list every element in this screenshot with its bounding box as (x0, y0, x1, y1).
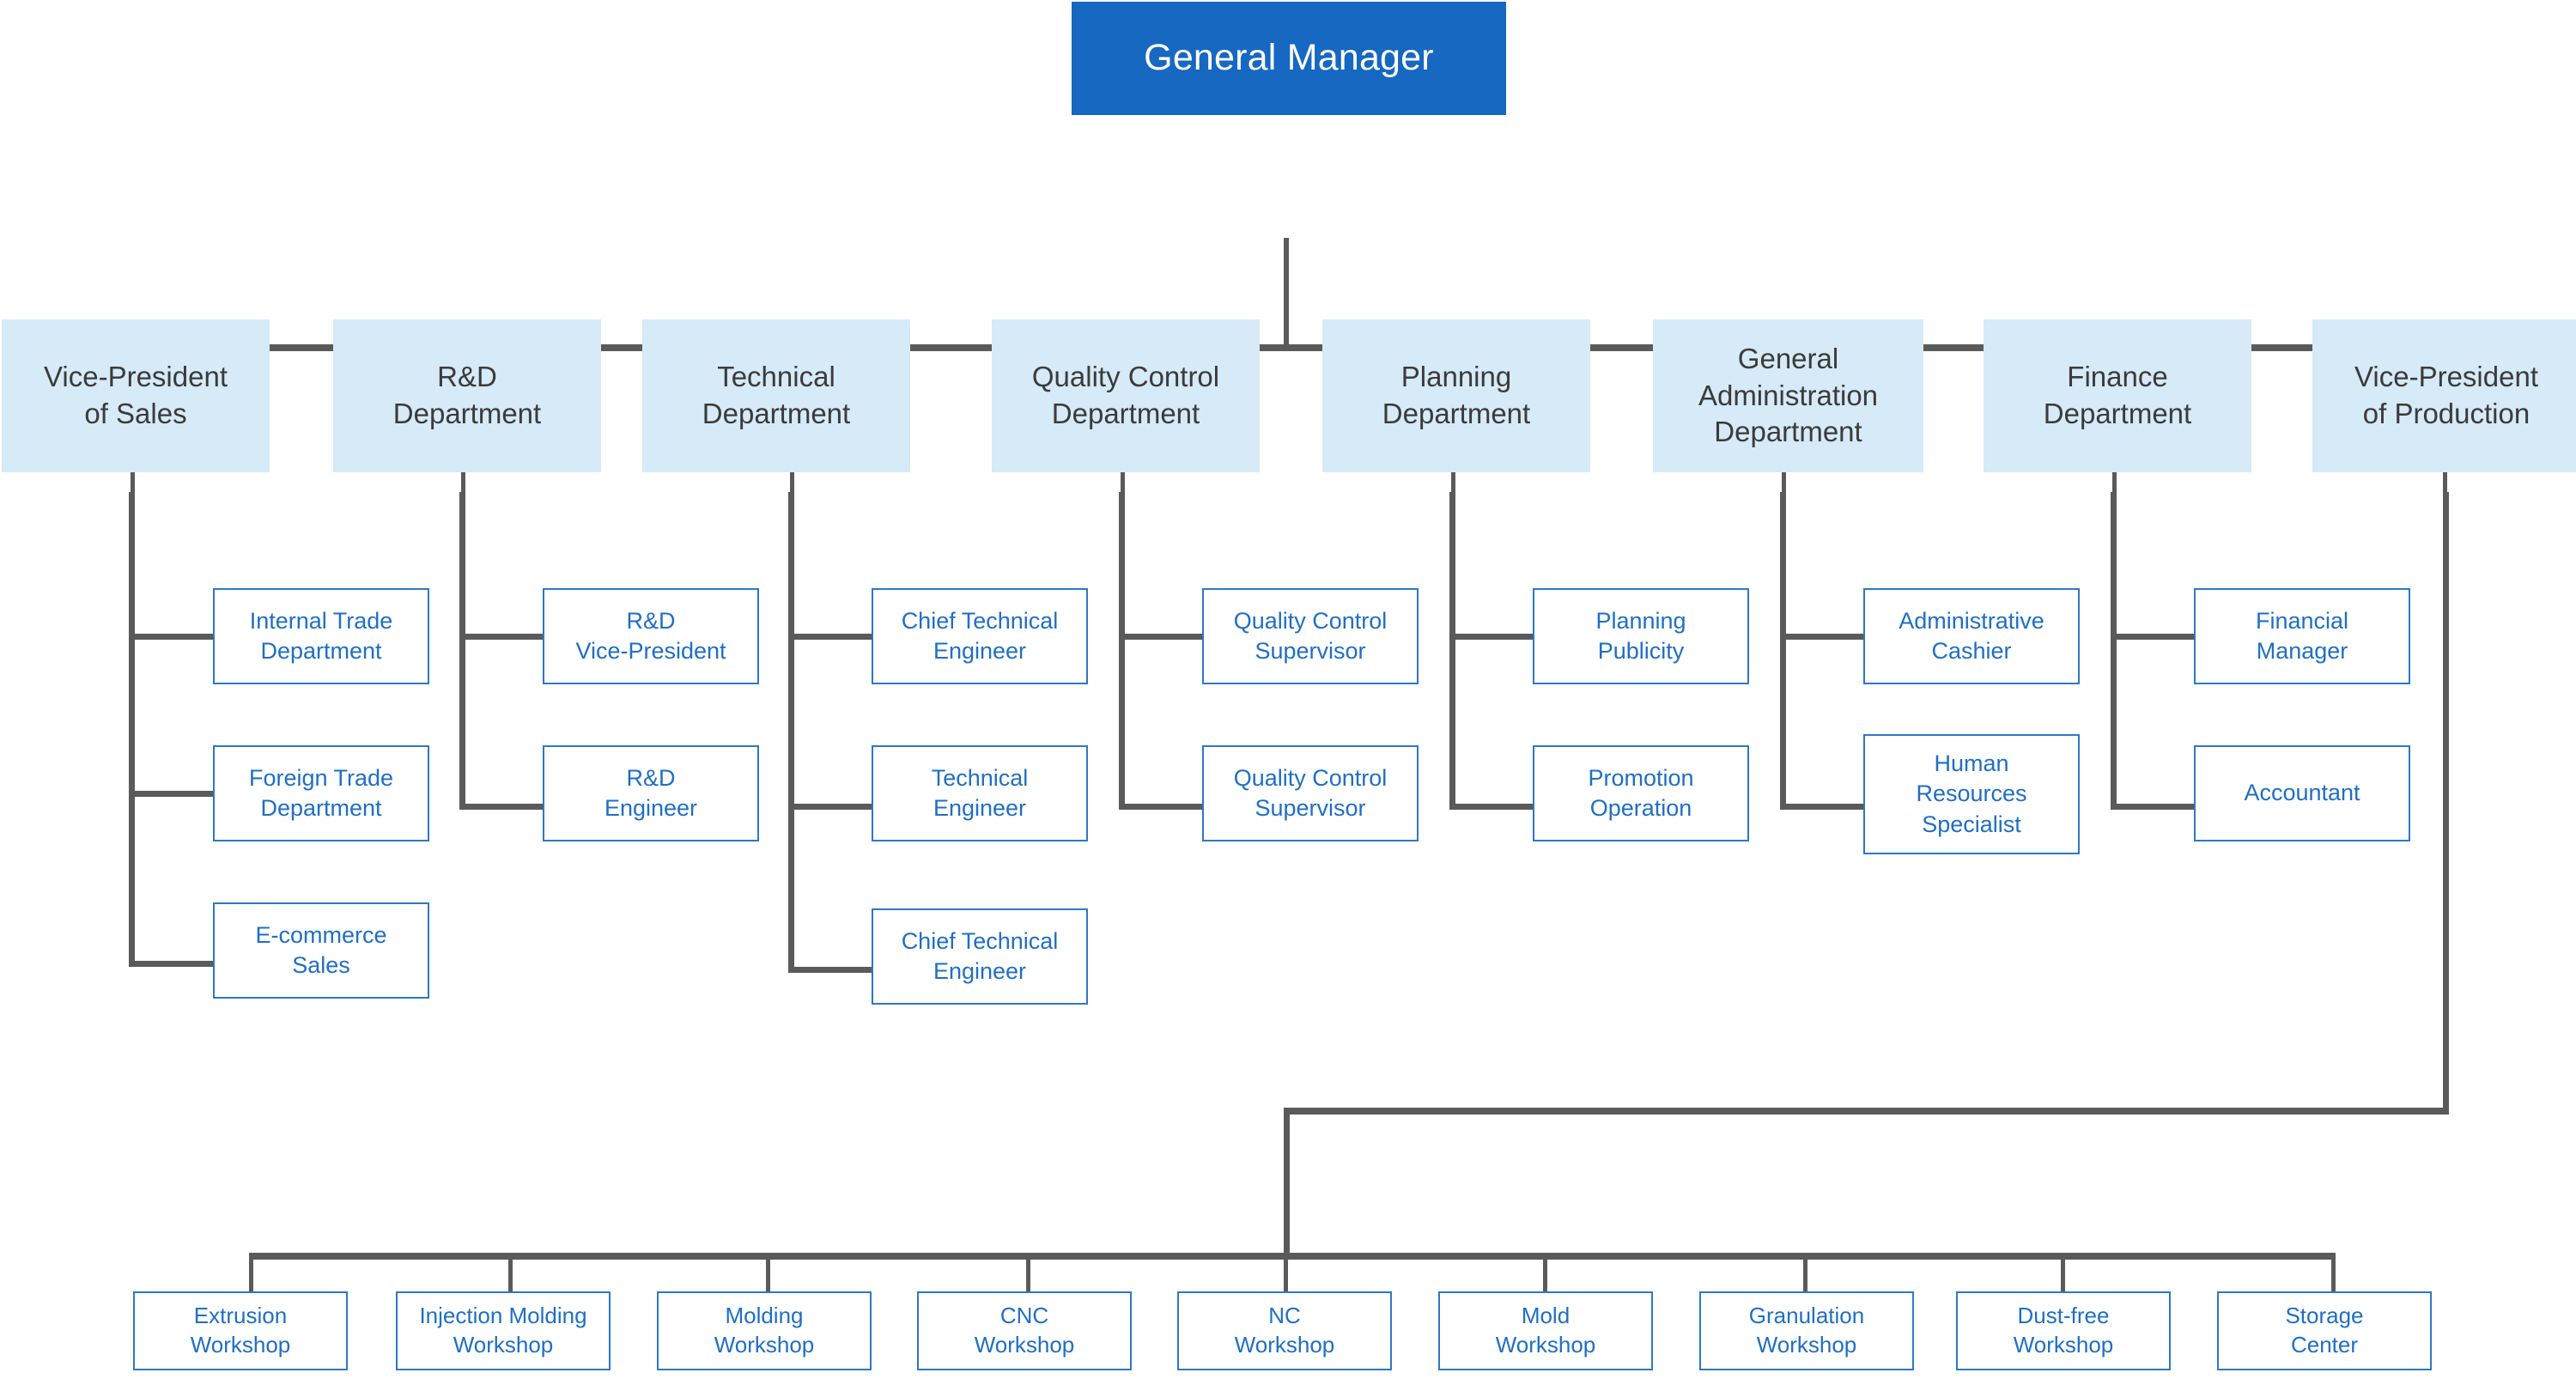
node-financial-manager[interactable]: Financial Manager (2194, 588, 2410, 684)
connector-sales-stub-1 (129, 634, 215, 640)
node-label: Storage Center (2285, 1303, 2364, 1358)
connector-technical-stub-2 (788, 804, 874, 810)
node-label: Dust-free Workshop (2013, 1303, 2114, 1358)
node-label: Vice-President of Sales (43, 361, 228, 429)
node-promotion-operation[interactable]: Promotion Operation (1533, 745, 1749, 841)
connector-technical-stub-3 (788, 967, 874, 973)
node-label: Molding Workshop (714, 1303, 815, 1358)
connector-finance-stub-2 (2111, 804, 2196, 810)
connector-level2-bus (131, 344, 2449, 351)
node-label: E-commerce Sales (255, 921, 387, 978)
connector-sales-spine (129, 492, 135, 967)
node-mold-workshop[interactable]: Mold Workshop (1438, 1291, 1653, 1370)
node-label: Planning Publicity (1595, 607, 1686, 664)
node-label: Internal Trade Department (249, 607, 393, 664)
node-label: Planning Department (1382, 361, 1531, 429)
connector-production-dropdown (1284, 1108, 1290, 1259)
node-label: General Manager (1144, 37, 1434, 79)
connector-sales-stub-3 (129, 961, 215, 967)
node-molding-workshop[interactable]: Molding Workshop (657, 1291, 872, 1370)
node-injection-molding-workshop[interactable]: Injection Molding Workshop (396, 1291, 611, 1370)
node-label: R&D Engineer (604, 764, 698, 821)
node-quality-control-department[interactable]: Quality Control Department (992, 319, 1260, 472)
node-label: Extrusion Workshop (190, 1303, 291, 1358)
node-ecommerce-sales[interactable]: E-commerce Sales (213, 902, 429, 999)
node-label: General Administration Department (1698, 342, 1879, 448)
node-label: R&D Department (392, 361, 542, 429)
node-label: Technical Department (702, 361, 851, 429)
node-nc-workshop[interactable]: NC Workshop (1177, 1291, 1392, 1370)
connector-technical-spine (788, 492, 794, 973)
node-vice-president-of-sales[interactable]: Vice-President of Sales (2, 319, 270, 472)
node-label: NC Workshop (1234, 1303, 1335, 1358)
connector-rnd-stub-1 (459, 634, 545, 640)
node-quality-control-supervisor-2[interactable]: Quality Control Supervisor (1202, 745, 1419, 841)
node-general-administration-department[interactable]: General Administration Department (1653, 319, 1923, 472)
connector-sales-stub-2 (129, 791, 215, 797)
connector-planning-stub-1 (1449, 634, 1535, 640)
node-administrative-cashier[interactable]: Administrative Cashier (1863, 588, 2080, 684)
node-technical-department[interactable]: Technical Department (642, 319, 910, 472)
node-internal-trade-department[interactable]: Internal Trade Department (213, 588, 429, 684)
node-label: Quality Control Department (1031, 361, 1220, 429)
node-label: Financial Manager (2255, 607, 2349, 664)
node-label: Administrative Cashier (1899, 607, 2044, 664)
node-granulation-workshop[interactable]: Granulation Workshop (1699, 1291, 1914, 1370)
node-label: Accountant (2244, 780, 2360, 806)
node-label: Promotion Operation (1588, 764, 1694, 821)
node-label: Mold Workshop (1495, 1303, 1596, 1358)
node-vice-president-of-production[interactable]: Vice-President of Production (2312, 319, 2576, 472)
connector-administration-stub-1 (1780, 634, 1866, 640)
connector-planning-stub-2 (1449, 804, 1535, 810)
node-foreign-trade-department[interactable]: Foreign Trade Department (213, 745, 429, 841)
connector-production-elbow (1284, 1108, 2449, 1115)
connector-administration-spine (1780, 492, 1786, 810)
connector-quality-spine (1119, 492, 1125, 810)
node-label: Human Resources Specialist (1916, 750, 2027, 837)
connector-rnd-spine (459, 492, 465, 810)
node-chief-technical-engineer-1[interactable]: Chief Technical Engineer (872, 588, 1088, 684)
node-accountant[interactable]: Accountant (2194, 745, 2410, 841)
node-storage-center[interactable]: Storage Center (2217, 1291, 2432, 1370)
connector-workshop-bus (249, 1253, 2336, 1260)
node-dust-free-workshop[interactable]: Dust-free Workshop (1956, 1291, 2171, 1370)
connector-planning-spine (1449, 492, 1455, 810)
node-rnd-department[interactable]: R&D Department (333, 319, 601, 472)
node-label: Chief Technical Engineer (901, 607, 1059, 664)
node-label: Vice-President of Production (2354, 361, 2538, 429)
node-quality-control-supervisor-1[interactable]: Quality Control Supervisor (1202, 588, 1419, 684)
node-label: Quality Control Supervisor (1233, 607, 1388, 664)
connector-technical-stub-1 (788, 634, 874, 640)
node-label: Injection Molding Workshop (419, 1303, 587, 1358)
node-cnc-workshop[interactable]: CNC Workshop (917, 1291, 1132, 1370)
node-rnd-vice-president[interactable]: R&D Vice-President (543, 588, 759, 684)
node-label: Granulation Workshop (1748, 1303, 1865, 1358)
node-general-manager[interactable]: General Manager (1072, 2, 1506, 115)
node-planning-publicity[interactable]: Planning Publicity (1533, 588, 1749, 684)
connector-quality-stub-2 (1119, 804, 1205, 810)
node-human-resources-specialist[interactable]: Human Resources Specialist (1863, 734, 2080, 854)
node-finance-department[interactable]: Finance Department (1984, 319, 2251, 472)
node-label: Finance Department (2043, 361, 2192, 429)
node-rnd-engineer[interactable]: R&D Engineer (543, 745, 759, 841)
node-extrusion-workshop[interactable]: Extrusion Workshop (133, 1291, 348, 1370)
node-planning-department[interactable]: Planning Department (1322, 319, 1590, 472)
connector-finance-spine (2111, 492, 2117, 810)
connector-production-spine (2443, 492, 2449, 1114)
node-label: R&D Vice-President (575, 607, 726, 664)
node-label: Foreign Trade Department (248, 764, 394, 821)
node-label: CNC Workshop (974, 1303, 1075, 1358)
node-technical-engineer[interactable]: Technical Engineer (872, 745, 1088, 841)
node-chief-technical-engineer-2[interactable]: Chief Technical Engineer (872, 908, 1088, 1005)
connector-quality-stub-1 (1119, 634, 1205, 640)
connector-root-stem (1284, 238, 1289, 347)
connector-rnd-stub-2 (459, 804, 545, 810)
node-label: Chief Technical Engineer (901, 927, 1059, 984)
node-label: Technical Engineer (931, 764, 1029, 821)
connector-finance-stub-1 (2111, 634, 2196, 640)
connector-administration-stub-2 (1780, 804, 1866, 810)
node-label: Quality Control Supervisor (1233, 764, 1388, 821)
